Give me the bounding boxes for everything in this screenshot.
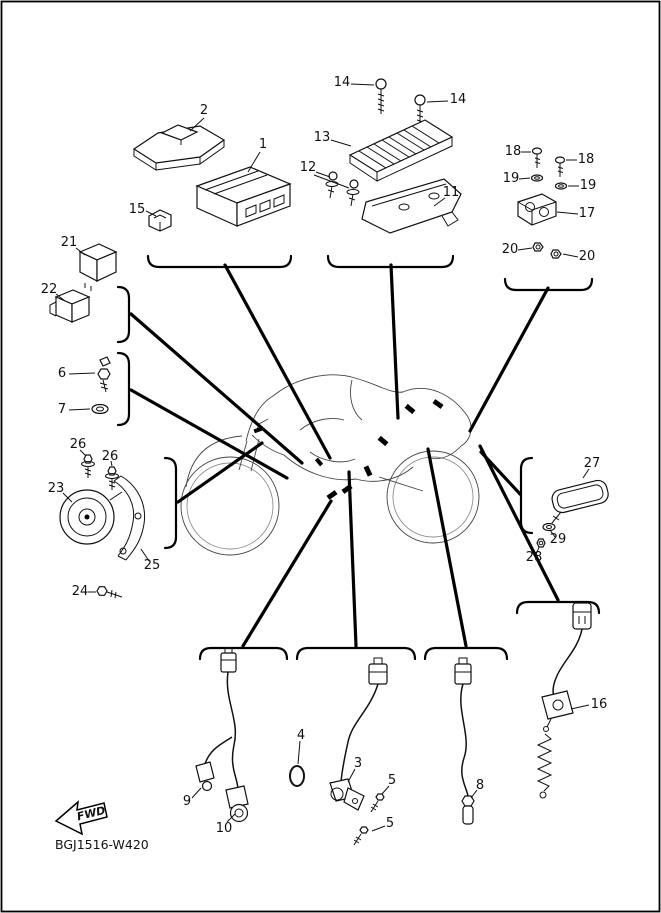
- part-5-bolt-a: [370, 793, 385, 813]
- callout-5-b: 5: [386, 816, 394, 831]
- part-5-bolt-b: [353, 826, 369, 846]
- callout-17: 17: [579, 206, 596, 221]
- part-16-switch: [536, 602, 592, 799]
- callout-21: 21: [61, 235, 78, 250]
- part-17-bracket: [517, 193, 557, 226]
- part-3-sensor: [329, 657, 388, 811]
- callout-4: 4: [297, 728, 305, 743]
- callout-leaders: [55, 83, 590, 832]
- part-20-nut-a: [532, 242, 544, 252]
- part-27-reflector: [551, 479, 609, 524]
- callout-16: 16: [591, 697, 608, 712]
- part-24-bolt: [96, 586, 123, 599]
- callout-10: 10: [216, 821, 233, 836]
- part-4-oring: [289, 765, 305, 787]
- callout-12: 12: [300, 160, 317, 175]
- part-9-sensor: [195, 736, 233, 792]
- group-brackets: [116, 254, 601, 661]
- callout-15: 15: [129, 202, 146, 217]
- drawing-code: BGJ1516-W420: [55, 837, 149, 852]
- callout-3: 3: [354, 756, 362, 771]
- callout-14-b: 14: [450, 92, 467, 107]
- part-12-bolts: [325, 171, 360, 207]
- part-23-horn: [59, 489, 123, 545]
- callout-19-a: 19: [503, 171, 520, 186]
- fwd-arrow: FWD: [54, 800, 108, 836]
- callout-14-a: 14: [334, 75, 351, 90]
- part-1-ecu: [195, 166, 292, 227]
- part-18-screw-a: [531, 147, 543, 168]
- part-8-oxygen-sensor: [454, 657, 475, 825]
- part-2-cover: [132, 124, 226, 171]
- part-15-clip: [148, 209, 172, 232]
- callout-27: 27: [584, 456, 601, 471]
- part-26-bolt-a: [81, 454, 95, 478]
- part-21-relay: [78, 243, 118, 291]
- callout-6: 6: [58, 366, 66, 381]
- callout-18-a: 18: [505, 144, 522, 159]
- callout-18-b: 18: [578, 152, 595, 167]
- callout-26-a: 26: [70, 437, 87, 452]
- callout-28: 28: [526, 550, 543, 565]
- part-6-sensor: [97, 356, 111, 393]
- part-19-washer-b: [554, 182, 568, 190]
- callout-23: 23: [48, 481, 65, 496]
- part-13-rectifier: [348, 119, 454, 182]
- callout-13: 13: [314, 130, 331, 145]
- part-26-bolt-b: [105, 466, 119, 490]
- callout-11: 11: [443, 185, 460, 200]
- group-leader-lines: [129, 263, 560, 648]
- callout-29: 29: [550, 532, 567, 547]
- part-19-washer-a: [530, 174, 544, 182]
- callout-1: 1: [259, 137, 267, 152]
- part-18-screw-b: [554, 156, 566, 177]
- part-29-washer: [542, 522, 556, 532]
- part-25-bracket: [113, 475, 146, 561]
- part-7-washer: [91, 403, 109, 415]
- fwd-arrow-shape: [54, 800, 108, 836]
- part-10-sensor: [220, 647, 249, 823]
- callout-20-b: 20: [579, 249, 596, 264]
- callout-26-b: 26: [102, 449, 119, 464]
- callout-22: 22: [41, 282, 58, 297]
- callout-19-b: 19: [580, 178, 597, 193]
- part-11-bracket: [361, 178, 462, 234]
- callout-20-a: 20: [502, 242, 519, 257]
- callout-25: 25: [144, 558, 161, 573]
- callout-9: 9: [183, 794, 191, 809]
- part-14-bolt-a: [375, 78, 387, 114]
- part-20-nut-b: [550, 249, 562, 259]
- callout-5-a: 5: [388, 773, 396, 788]
- callout-24: 24: [72, 584, 89, 599]
- callout-8: 8: [476, 778, 484, 793]
- callout-7: 7: [58, 402, 66, 417]
- part-28-nut: [536, 538, 546, 548]
- callout-2: 2: [200, 103, 208, 118]
- location-marks: [253, 399, 444, 500]
